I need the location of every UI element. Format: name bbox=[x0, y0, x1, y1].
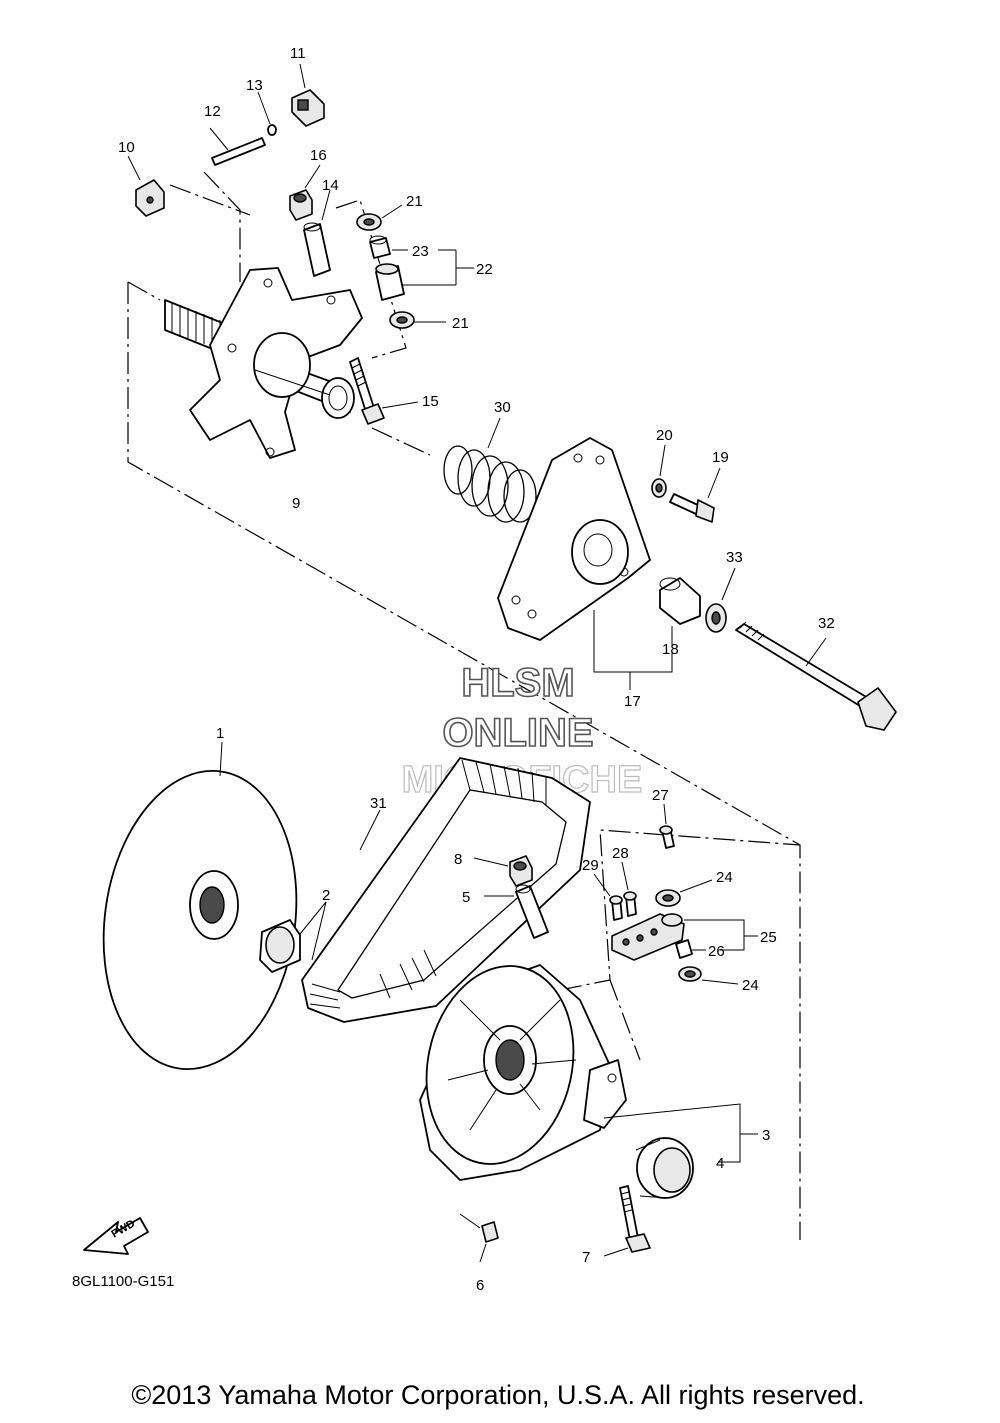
part-29-screw bbox=[593, 873, 623, 921]
part-21-washer-top bbox=[356, 204, 403, 231]
fwd-direction-arrow: FWD bbox=[83, 1217, 149, 1255]
callout-23: 23 bbox=[412, 243, 429, 260]
callout-28: 28 bbox=[612, 845, 629, 862]
callout-10: 10 bbox=[118, 139, 135, 156]
callout-3: 3 bbox=[762, 1127, 770, 1144]
callout-6: 6 bbox=[476, 1277, 484, 1294]
part-1-fixed-sheave bbox=[102, 741, 298, 1071]
callout-26: 26 bbox=[708, 943, 725, 960]
callout-27: 27 bbox=[652, 787, 669, 804]
callout-15: 15 bbox=[422, 393, 439, 410]
part-19-bolt bbox=[669, 467, 721, 523]
callout-7: 7 bbox=[582, 1249, 590, 1266]
callout-32: 32 bbox=[818, 615, 835, 632]
diagram-code: 8GL1100-G151 bbox=[72, 1273, 174, 1290]
callout-13: 13 bbox=[246, 77, 263, 94]
part-3-movable-sheave bbox=[419, 964, 758, 1181]
copyright-notice: ©2013 Yamaha Motor Corporation, U.S.A. A… bbox=[131, 1380, 864, 1410]
part-17-cam-cover bbox=[497, 437, 673, 690]
callout-29: 29 bbox=[582, 857, 599, 874]
part-7-bolt bbox=[603, 1185, 651, 1257]
part-21-washer-bottom bbox=[389, 311, 446, 329]
part-14-shaft bbox=[303, 189, 331, 277]
callout-1: 1 bbox=[216, 725, 224, 742]
callout-33: 33 bbox=[726, 549, 743, 566]
part-18-bushing bbox=[659, 577, 701, 645]
part-24-washer-bottom bbox=[678, 966, 739, 985]
part-31-v-belt bbox=[301, 757, 591, 1023]
part-5-pin bbox=[484, 884, 549, 939]
callout-4: 4 bbox=[716, 1155, 724, 1172]
watermark-line2: ONLINE bbox=[442, 711, 593, 755]
part-2-collar bbox=[259, 901, 327, 973]
callout-5: 5 bbox=[462, 889, 470, 906]
part-10-slider bbox=[127, 155, 165, 217]
part-20-washer bbox=[651, 444, 667, 498]
callout-21-bottom: 21 bbox=[452, 315, 469, 332]
callout-8: 8 bbox=[454, 851, 462, 868]
assembly-frame bbox=[127, 171, 801, 1240]
callout-16: 16 bbox=[310, 147, 327, 164]
callout-12: 12 bbox=[204, 103, 221, 120]
part-22-bushing-set bbox=[375, 263, 405, 301]
callout-19: 19 bbox=[712, 449, 729, 466]
part-27-screw bbox=[659, 803, 675, 849]
callout-25: 25 bbox=[760, 929, 777, 946]
callout-24-top: 24 bbox=[716, 869, 733, 886]
part-26-bushing bbox=[675, 939, 706, 959]
part-32-long-bolt bbox=[735, 621, 897, 731]
part-33-washer bbox=[705, 567, 736, 633]
callout-20: 20 bbox=[656, 427, 673, 444]
callout-23-22-bracket bbox=[392, 249, 474, 286]
callout-30: 30 bbox=[494, 399, 511, 416]
callout-14: 14 bbox=[322, 177, 339, 194]
part-28-screw bbox=[621, 861, 637, 917]
part-12-pin bbox=[209, 127, 266, 166]
callout-11: 11 bbox=[290, 45, 306, 62]
part-4-oil-seal bbox=[635, 1137, 694, 1199]
callout-21-top: 21 bbox=[406, 193, 423, 210]
part-23-bushing-a bbox=[369, 235, 391, 259]
callout-24-bottom: 24 bbox=[742, 977, 759, 994]
callout-17: 17 bbox=[624, 693, 641, 710]
part-9-secondary-sheave-boss bbox=[164, 267, 363, 459]
part-25-slider-plate bbox=[611, 913, 758, 961]
part-30-torque-spring bbox=[443, 417, 537, 523]
callouts: 1 2 3 4 5 6 7 8 9 10 11 12 13 14 15 16 1… bbox=[118, 45, 835, 1294]
part-16-collar bbox=[289, 164, 321, 221]
callout-9: 9 bbox=[292, 495, 300, 512]
callout-2: 2 bbox=[322, 887, 330, 904]
part-15-bolt bbox=[349, 357, 419, 425]
callout-22: 22 bbox=[476, 261, 493, 278]
watermark-line1: HLSM bbox=[461, 661, 574, 705]
part-8-collar bbox=[473, 855, 533, 887]
part-11-slider-clip bbox=[291, 63, 325, 127]
callout-18: 18 bbox=[662, 641, 679, 658]
part-6-pin bbox=[459, 1213, 499, 1263]
part-24-washer-top bbox=[655, 879, 713, 907]
part-13-o-ring bbox=[257, 91, 277, 136]
callout-31: 31 bbox=[370, 795, 387, 812]
